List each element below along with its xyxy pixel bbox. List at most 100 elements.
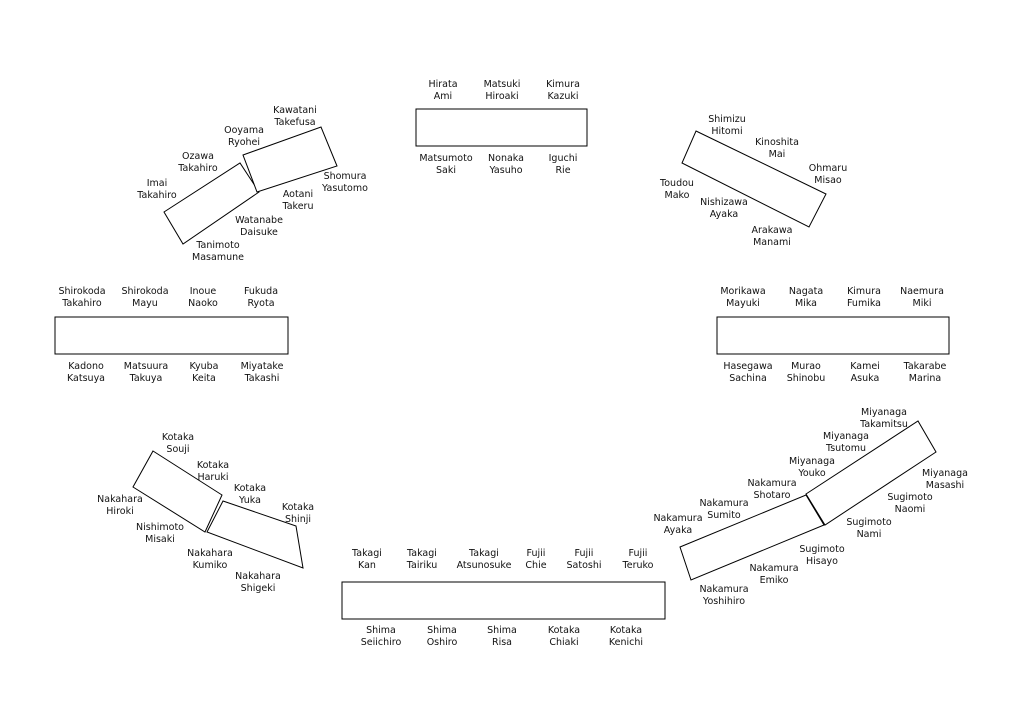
guest-given-name: Shigeki [241,583,276,594]
guest-given-name: Fumika [847,298,881,309]
guest-given-name: Ryohei [228,137,260,148]
guest-surname: Aotani [283,189,313,200]
guest-given-name: Mika [795,298,817,309]
guest-surname: Kotaka [282,502,314,513]
guest-surname: Fujii [527,548,546,559]
guest-given-name: Masashi [926,480,964,491]
guest-surname: Takagi [351,548,382,559]
guest-surname: Nakahara [187,548,233,559]
guest-surname: Iguchi [549,153,578,164]
guest-given-name: Takamitsu [859,419,908,430]
guest-given-name: Katsuya [67,373,105,384]
guest-surname: Nakahara [235,571,281,582]
guest-surname: Fujii [629,548,648,559]
guest-given-name: Kenichi [609,637,643,648]
guest-surname: Nagata [789,286,823,297]
guest-given-name: Nami [857,529,882,540]
guest-surname: Kawatani [273,105,317,116]
guest-surname: Watanabe [235,215,283,226]
guest-surname: Arakawa [752,225,793,236]
guest-given-name: Souji [166,444,189,455]
guest-given-name: Risa [492,637,512,648]
guest-surname: Miyanaga [861,407,907,418]
guest-surname: Kadono [68,361,104,372]
guest-surname: Nakamura [699,584,748,595]
guest-given-name: Manami [753,237,791,248]
table-top-right [681,130,827,228]
guest-given-name: Shinji [285,514,311,525]
guest-surname: Fujii [575,548,594,559]
guest-given-name: Emiko [760,575,789,586]
guest-surname: Miyanaga [922,468,968,479]
guest-given-name: Saki [436,165,456,176]
table-middle-left [54,316,289,355]
guest-surname: Miyatake [241,361,284,372]
guest-surname: Shima [487,625,517,636]
table-bottom-right-a [679,494,825,581]
guest-surname: Tanimoto [195,240,240,251]
guest-given-name: Masamune [192,252,244,263]
guest-surname: Naemura [900,286,944,297]
guest-given-name: Hiroaki [485,91,518,102]
guest-given-name: Ami [434,91,452,102]
guest-given-name: Mai [769,149,786,160]
guest-given-name: Takeru [282,201,314,212]
guest-surname: Kotaka [234,483,266,494]
table-bottom-center [341,581,666,620]
guest-given-name: Kumiko [193,560,228,571]
guest-given-name: Satoshi [567,560,602,571]
guest-surname: Ohmaru [809,163,848,174]
guest-surname: Sugimoto [799,544,845,555]
guest-surname: Kotaka [610,625,642,636]
guest-surname: Nonaka [488,153,524,164]
guest-given-name: Marina [909,373,941,384]
guest-surname: Inoue [190,286,217,297]
table-top-center [415,108,588,147]
guest-surname: Takarabe [903,361,947,372]
guest-given-name: Hiroki [106,506,133,517]
guest-given-name: Chiaki [549,637,578,648]
guest-surname: Sugimoto [846,517,892,528]
guest-given-name: Naomi [895,504,926,515]
guest-surname: Matsumoto [419,153,473,164]
guest-given-name: Sachina [729,373,767,384]
guest-surname: Murao [791,361,821,372]
guest-given-name: Takahiro [61,298,102,309]
guest-given-name: Oshiro [427,637,458,648]
